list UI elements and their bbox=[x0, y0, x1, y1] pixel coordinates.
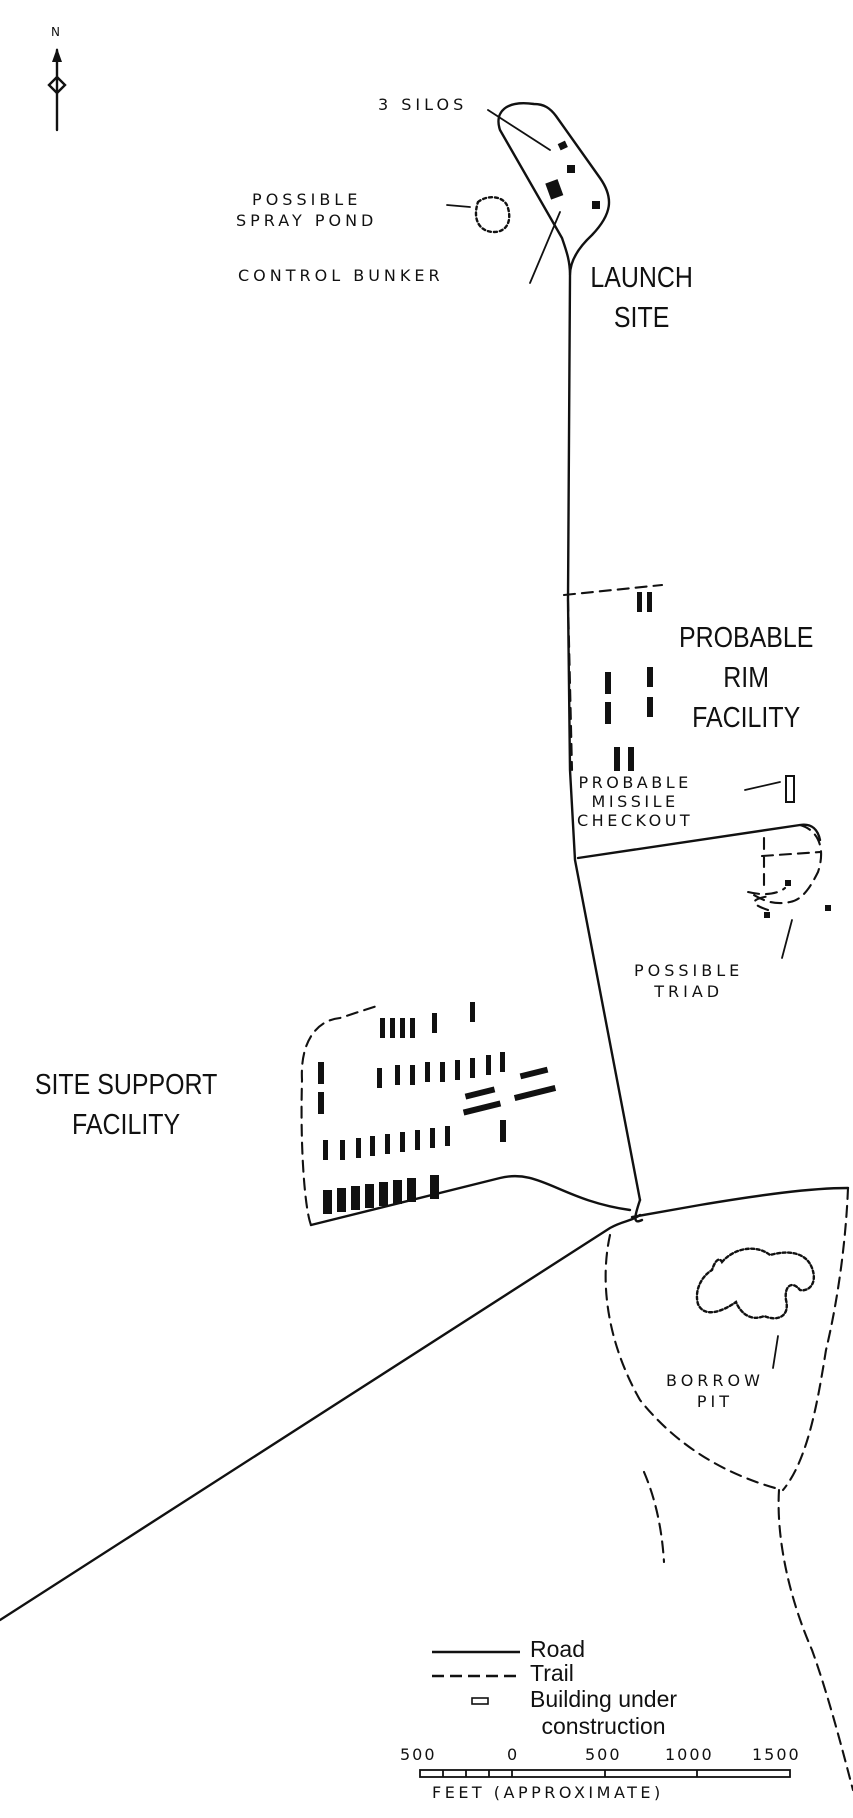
scale-tick-0: 0 bbox=[507, 1745, 520, 1764]
label-control-bunker: CONTROL BUNKER bbox=[238, 266, 444, 285]
legend-road-label: Road bbox=[530, 1636, 585, 1662]
trails bbox=[300, 583, 853, 1792]
trail-rim-top bbox=[562, 583, 664, 597]
pointers bbox=[446, 109, 793, 1369]
trail-fragment bbox=[642, 1470, 666, 1564]
scale-tick-1500: 1500 bbox=[752, 1745, 801, 1764]
borrow-boundary-west bbox=[604, 1233, 777, 1490]
spray-pond bbox=[474, 196, 511, 234]
label-site-support: SITE SUPPORT FACILITY bbox=[34, 1069, 218, 1141]
label-spray-pond: POSSIBLE SPRAY POND bbox=[236, 190, 378, 230]
label-borrow-pit: BORROW PIT bbox=[666, 1371, 764, 1411]
scale-tick-500: 500 bbox=[585, 1745, 622, 1764]
borrow-boundary-east bbox=[781, 1186, 850, 1492]
scale-units: FEET (APPROXIMATE) bbox=[432, 1783, 664, 1802]
buildings bbox=[318, 140, 831, 1214]
label-triad: POSSIBLE TRIAD bbox=[634, 961, 744, 1001]
east-road bbox=[630, 1186, 850, 1219]
north-arrow-icon bbox=[47, 48, 67, 132]
scale-bar bbox=[419, 1769, 791, 1778]
scale-tick-500-west: 500 bbox=[400, 1745, 437, 1764]
construction-building bbox=[785, 775, 795, 803]
trail-south bbox=[777, 1488, 853, 1792]
label-launch-site: LAUNCH SITE bbox=[590, 262, 693, 334]
support-road bbox=[309, 1174, 632, 1227]
north-label: N bbox=[51, 25, 60, 39]
launch-site-boundary bbox=[497, 102, 611, 276]
label-rim-facility: PROBABLE RIM FACILITY bbox=[678, 622, 814, 734]
scale-tick-1000: 1000 bbox=[665, 1745, 714, 1764]
label-silos: 3 SILOS bbox=[378, 95, 468, 114]
southwest-road bbox=[0, 1213, 642, 1622]
legend-building-label: Building under construction bbox=[530, 1686, 678, 1739]
trail-rim-west bbox=[566, 598, 574, 772]
legend-trail-label: Trail bbox=[530, 1660, 574, 1686]
triad-boundary bbox=[747, 823, 823, 912]
borrow-pit-outline bbox=[695, 1247, 815, 1320]
legend-graphics bbox=[432, 1650, 520, 1705]
label-missile-checkout: PROBABLE MISSILE CHECKOUT bbox=[577, 773, 694, 830]
main-road bbox=[566, 273, 642, 1202]
support-boundary bbox=[300, 1003, 382, 1227]
